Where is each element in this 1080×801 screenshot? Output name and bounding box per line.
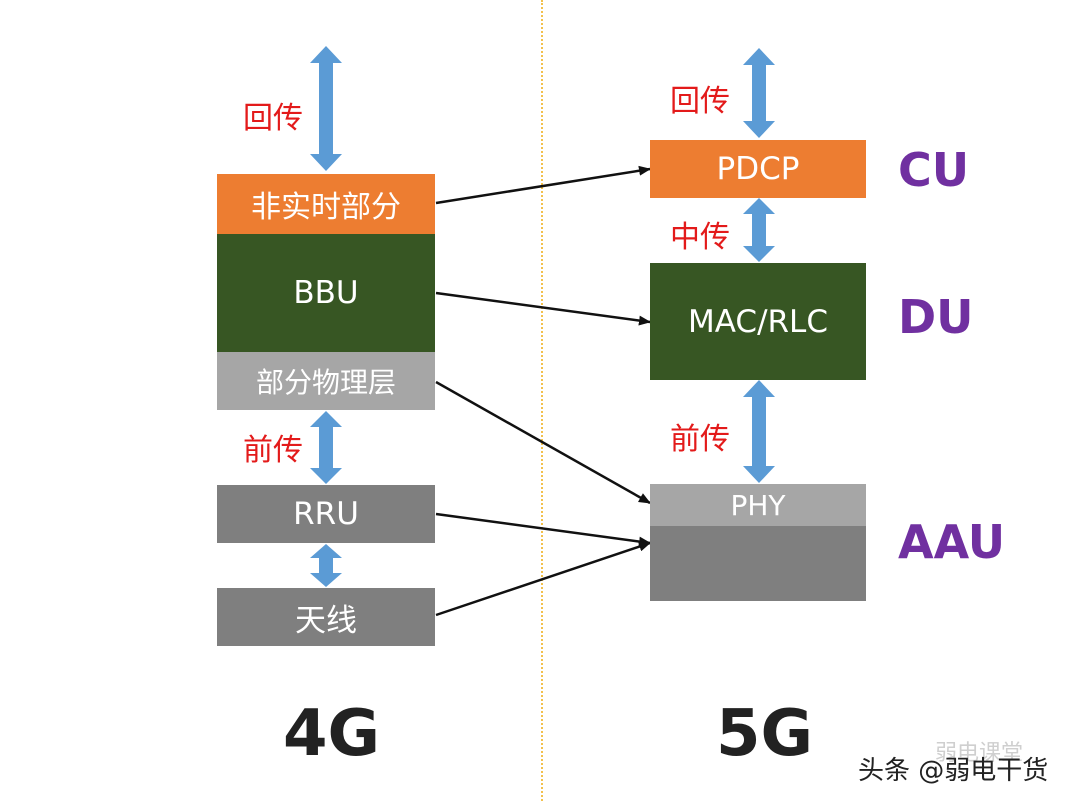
right-backhaul-label: 回传 <box>670 84 730 119</box>
du-label: DU <box>898 290 974 344</box>
nrt-part-label: 非实时部分 <box>251 190 401 225</box>
aau-box <box>650 526 866 601</box>
partial-phy-box: 部分物理层 <box>217 352 435 410</box>
aau-label: AAU <box>898 515 1006 569</box>
rru-box: RRU <box>217 485 435 543</box>
phy-label: PHY <box>730 488 786 522</box>
map-antenna-to-aau <box>435 541 651 617</box>
rru-label: RRU <box>293 496 359 532</box>
rru-antenna-arrow <box>310 544 342 587</box>
watermark-faint: 弱电课堂 <box>935 741 1024 766</box>
right-fronthaul-arrow <box>743 380 775 483</box>
right-fronthaul-label: 前传 <box>670 422 730 457</box>
center-divider <box>541 0 543 801</box>
midhaul-label: 中传 <box>670 220 730 255</box>
nrt-part-box: 非实时部分 <box>217 174 435 234</box>
phy-box: PHY <box>650 484 866 526</box>
left-backhaul-arrow <box>310 46 342 171</box>
bbu-box: BBU <box>217 234 435 352</box>
right-backhaul-arrow <box>743 48 775 138</box>
map-nrt-to-pdcp <box>435 165 651 205</box>
watermark-text: 头条 @弱电干货 <box>858 756 1049 786</box>
partial-phy-label: 部分物理层 <box>255 366 396 399</box>
left-backhaul-label: 回传 <box>243 101 303 136</box>
mac-rlc-box: MAC/RLC <box>650 263 866 380</box>
pdcp-box: PDCP <box>650 140 866 198</box>
pdcp-label: PDCP <box>716 151 800 187</box>
map-phy-to-phy <box>435 380 651 505</box>
antenna-box: 天线 <box>217 588 435 646</box>
map-bbu-to-macrlc <box>435 291 651 326</box>
generation-4g: 4G <box>283 697 381 771</box>
left-fronthaul-label: 前传 <box>243 433 303 468</box>
midhaul-arrow <box>743 198 775 262</box>
map-rru-to-aau <box>435 512 651 547</box>
generation-5g: 5G <box>716 697 814 771</box>
mac-rlc-label: MAC/RLC <box>688 303 828 340</box>
antenna-label: 天线 <box>295 602 357 639</box>
left-fronthaul-arrow <box>310 411 342 484</box>
cu-label: CU <box>898 143 970 197</box>
bbu-label: BBU <box>293 275 359 311</box>
